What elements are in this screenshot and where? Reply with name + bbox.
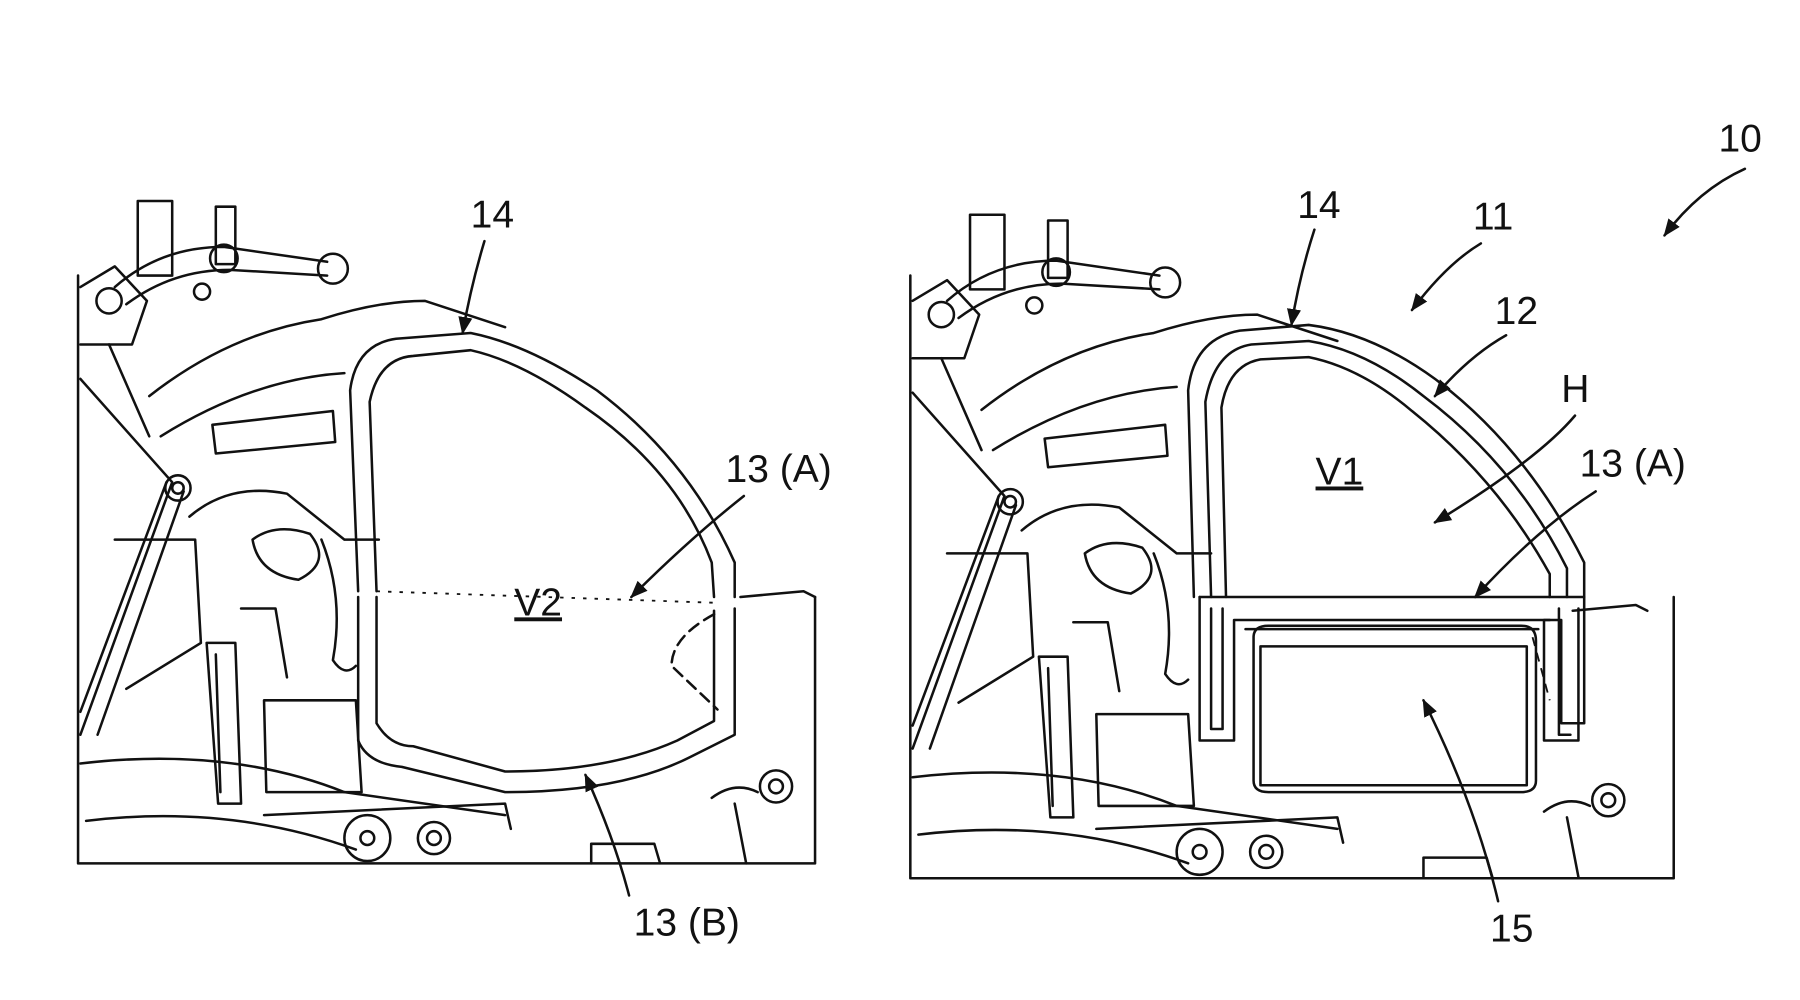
right-frame-outer [1186,323,1586,599]
label-10: 10 [1718,118,1761,161]
left-frame-outer [348,331,736,599]
right-view: 14 11 12 H V1 13 (A) 15 10 [909,118,1762,950]
label-11: 11 [1473,196,1514,239]
label-13a-left: 13 (A) [726,448,832,491]
label-15: 15 [1490,907,1533,950]
label-v1: V1 [1316,451,1364,494]
label-12: 12 [1495,290,1538,333]
label-h: H [1561,368,1589,411]
label-14-left: 14 [471,193,514,236]
left-view: 14 13 (A) V2 13 (B) [76,193,832,945]
right-frame-border [909,274,1675,880]
compartment-15 [1252,624,1538,794]
label-v2: V2 [514,581,562,624]
left-frame-border [76,274,817,865]
label-13a-right: 13 (A) [1580,442,1686,485]
label-14-right: 14 [1297,184,1340,227]
label-13b: 13 (B) [634,902,740,945]
